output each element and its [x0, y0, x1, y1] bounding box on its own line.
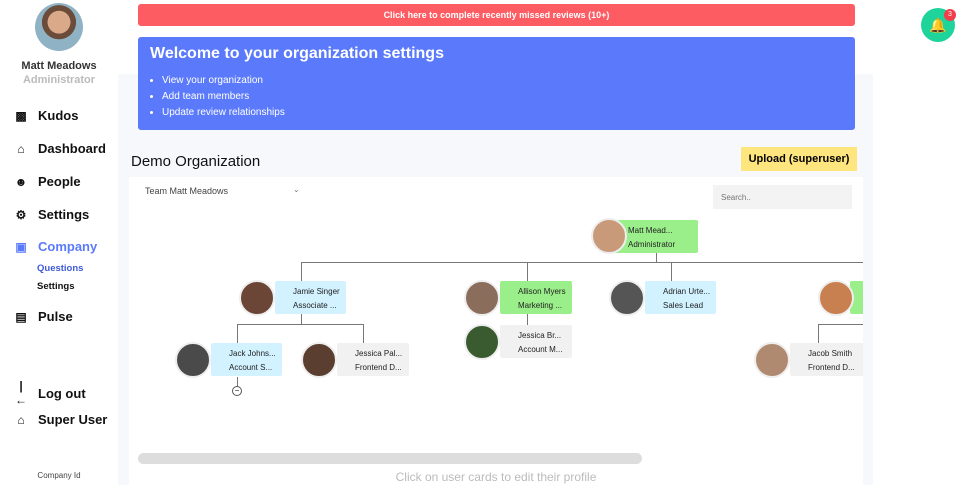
horizontal-scrollbar[interactable]	[138, 453, 642, 464]
nav-label: Pulse	[38, 309, 73, 324]
nav-super-user[interactable]: ⌂ Super User	[14, 412, 107, 427]
nav-company-questions[interactable]: Questions	[37, 263, 84, 274]
notification-bell-button[interactable]: 🔔	[921, 8, 955, 42]
nav-kudos[interactable]: ▩ Kudos	[14, 108, 78, 123]
bell-icon: 🔔	[929, 17, 947, 33]
person-title: Sales Lead	[663, 301, 704, 310]
nav-label: Kudos	[38, 108, 79, 123]
welcome-item: Update review relationships	[162, 107, 843, 118]
person-name: Adrian Urte...	[663, 287, 711, 296]
org-title: Demo Organization	[131, 153, 261, 170]
connector	[363, 324, 364, 343]
gear-icon: ⚙	[15, 207, 27, 222]
chat-bubbles-icon: ▩	[15, 108, 27, 123]
avatar[interactable]	[464, 324, 500, 360]
person-card[interactable]: Jack Johns... Account S...	[211, 343, 282, 376]
search-input[interactable]	[713, 185, 852, 209]
connector	[301, 314, 302, 324]
person-name: Matt Mead...	[628, 226, 673, 235]
logout-icon: |←	[15, 379, 27, 407]
avatar[interactable]	[591, 218, 627, 254]
avatar[interactable]	[464, 280, 500, 316]
org-chart-panel: Team Matt Meadows ⌄ − Matt Mead... Admini…	[129, 177, 863, 485]
nav-logout[interactable]: |← Log out	[14, 379, 86, 407]
missed-reviews-alert[interactable]: Click here to complete recently missed r…	[138, 4, 855, 26]
person-title: Account M...	[518, 345, 563, 354]
avatar[interactable]	[239, 280, 275, 316]
avatar[interactable]	[754, 342, 790, 378]
home-icon: ⌂	[17, 412, 25, 427]
nav-label: Company	[38, 239, 98, 254]
team-select[interactable]: Team Matt Meadows	[145, 186, 229, 196]
avatar[interactable]	[175, 342, 211, 378]
person-card[interactable]: Jessica Br... Account M...	[500, 325, 572, 358]
connector	[527, 262, 528, 281]
welcome-item: View your organization	[162, 75, 843, 86]
nav-label: People	[38, 174, 81, 189]
nav-settings[interactable]: ⚙ Settings	[14, 207, 90, 222]
person-title: Administrator	[628, 240, 676, 249]
person-title: Account S...	[229, 363, 273, 372]
person-name: Jessica Br...	[518, 331, 562, 340]
nav-label: Dashboard	[38, 141, 106, 156]
person-name: Jamie Singer	[293, 287, 340, 296]
connector	[656, 253, 657, 262]
welcome-item: Add team members	[162, 91, 843, 102]
person-name: Jacob Smith	[808, 349, 853, 358]
connector	[237, 324, 238, 343]
person-title: Marketing ...	[518, 301, 563, 310]
user-role: Administrator	[22, 74, 96, 86]
sidebar: Matt Meadows Administrator ▩ Kudos ⌂ Dashb…	[0, 0, 118, 485]
avatar[interactable]	[35, 3, 83, 51]
people-icon: ☻	[14, 174, 28, 189]
upload-button[interactable]: Upload (superuser)	[741, 147, 857, 171]
nav-label: Super User	[38, 412, 108, 427]
person-card[interactable]: Jessica Pal... Frontend D...	[337, 343, 409, 376]
person-title: Frontend D...	[355, 363, 402, 372]
connector	[237, 324, 363, 325]
person-card[interactable]: Matt Mead... Administrator	[610, 220, 698, 253]
person-title: Frontend D...	[808, 363, 855, 372]
person-card[interactable]	[850, 281, 863, 314]
nav-company-settings[interactable]: Settings	[37, 281, 75, 292]
nav-label: Log out	[38, 385, 86, 401]
home-icon: ⌂	[17, 141, 25, 156]
nav-company[interactable]: ▣ Company	[14, 239, 97, 254]
person-card[interactable]: Adrian Urte... Sales Lead	[645, 281, 716, 314]
nav-people[interactable]: ☻ People	[14, 174, 81, 189]
hint-text: Click on user cards to edit their profil…	[395, 470, 597, 484]
nav-dashboard[interactable]: ⌂ Dashboard	[14, 141, 106, 156]
briefcase-icon: ▣	[15, 239, 27, 254]
connector	[301, 262, 302, 281]
person-name: Jessica Pal...	[355, 349, 403, 358]
connector	[818, 324, 819, 343]
connector	[527, 314, 528, 325]
person-title: Associate ...	[293, 301, 337, 310]
welcome-banner: Welcome to your organization settings Vi…	[138, 37, 855, 130]
nav-pulse[interactable]: ▤ Pulse	[14, 309, 73, 324]
avatar[interactable]	[818, 280, 854, 316]
connector	[671, 262, 672, 281]
notification-badge: 3	[944, 9, 956, 21]
connector	[237, 377, 238, 386]
nav-label: Settings	[38, 207, 90, 222]
company-id-label: Company Id	[37, 471, 81, 480]
person-name: Jack Johns...	[229, 349, 276, 358]
welcome-title: Welcome to your organization settings	[150, 45, 444, 62]
connector	[818, 324, 863, 325]
presentation-icon: ▤	[15, 309, 27, 324]
avatar[interactable]	[301, 342, 337, 378]
user-name: Matt Meadows	[21, 60, 97, 72]
connector	[301, 262, 863, 263]
avatar[interactable]	[609, 280, 645, 316]
collapse-icon[interactable]: −	[232, 386, 242, 396]
person-name: Allison Myers	[518, 287, 566, 296]
chevron-down-icon[interactable]: ⌄	[293, 185, 300, 194]
